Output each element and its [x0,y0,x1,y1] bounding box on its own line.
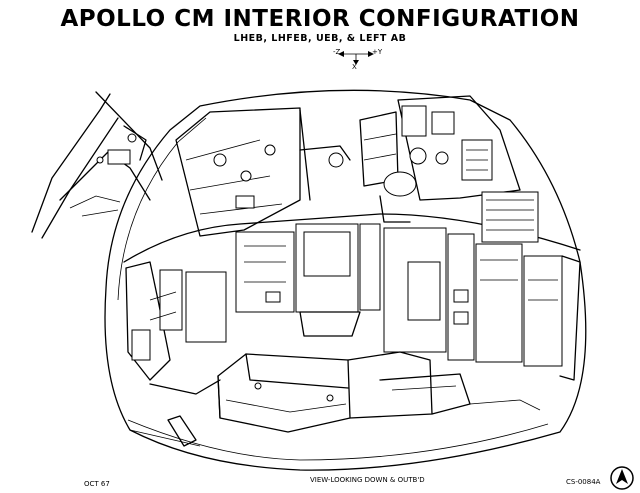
axis-label-plus-y: +Y [372,48,383,56]
upper-center-equipment [299,111,417,223]
floor-details [129,399,541,447]
diagram-subtitle: LHEB, LHFEB, UEB, & LEFT AB [233,33,407,44]
axis-indicator [338,51,374,65]
left-equipment-bay [125,261,227,395]
diagram-title: APOLLO CM INTERIOR CONFIGURATION [60,6,580,32]
footer-view-caption: VIEW-LOOKING DOWN & OUTB'D [310,476,425,484]
axis-label-minus-z: -Z [333,48,341,56]
hatch-detail-inset [31,91,163,239]
crew-couch-box [217,351,471,433]
footer-drawing-number: CS-0084A [566,478,601,486]
left-hand-forward-equipment-bay [175,107,311,237]
footer-date: OCT 67 [84,480,110,488]
axis-label-x: X [352,63,357,71]
north-american-aviation-logo [610,466,634,490]
main-display-console [397,95,539,243]
lower-equipment-bay-panels [235,223,381,337]
right-equipment-bay [383,227,581,381]
